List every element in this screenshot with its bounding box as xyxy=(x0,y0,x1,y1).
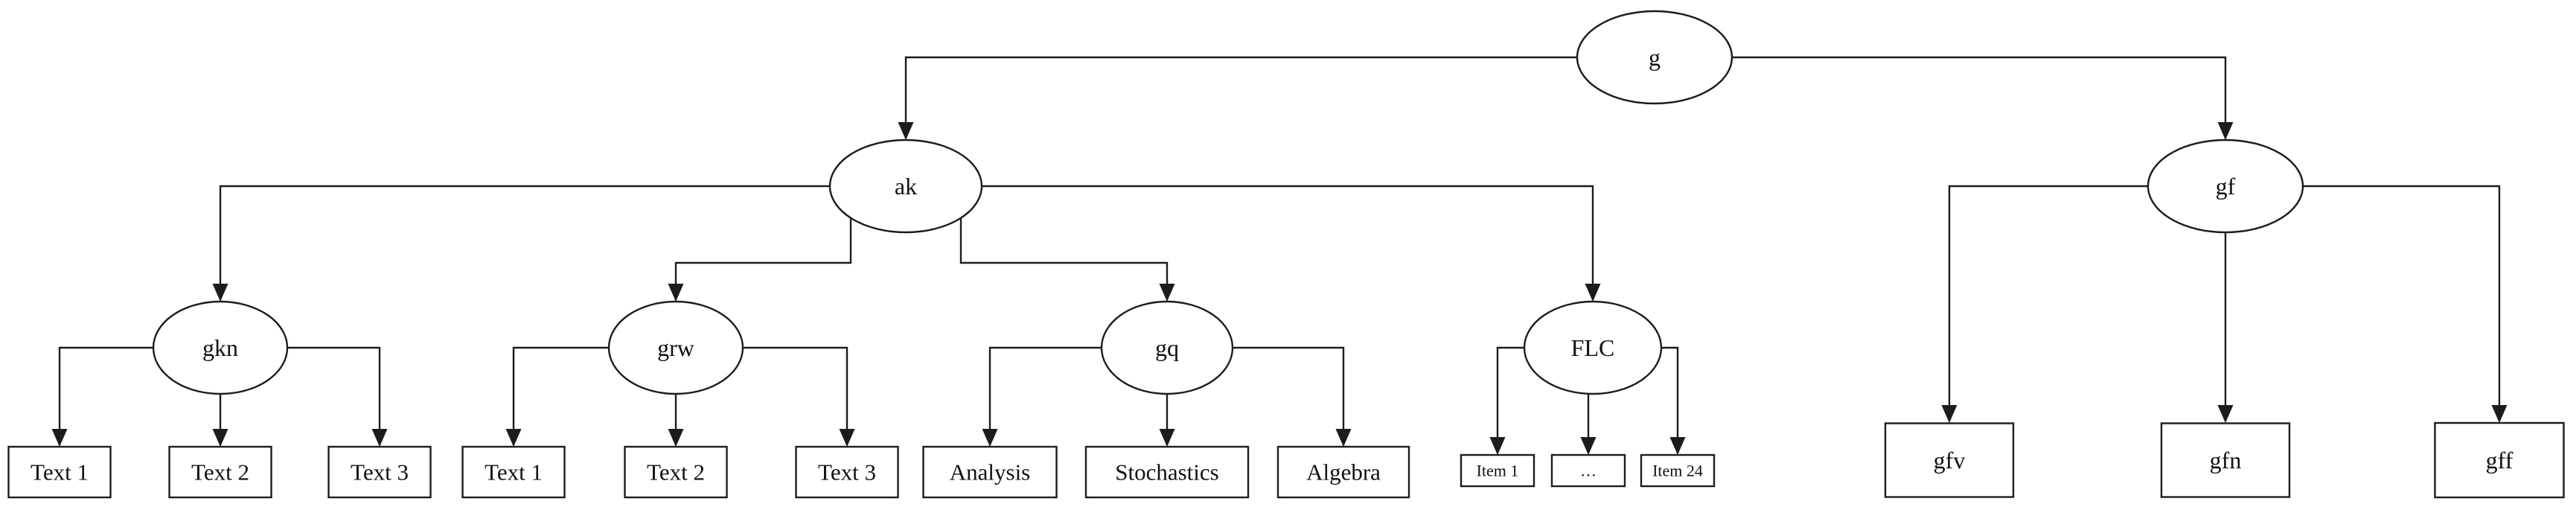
node-gq-label: gq xyxy=(1155,334,1179,361)
node-gq-2-label: Stochastics xyxy=(1115,459,1219,485)
node-flc-ellipse xyxy=(1523,300,1663,395)
node-flc-1-label: Item 1 xyxy=(1477,461,1519,480)
node-grw-2: Text 2 xyxy=(624,445,728,499)
node-gkn-3-box xyxy=(327,445,432,499)
node-g-ellipse xyxy=(1576,10,1733,105)
node-gf-2: gfn xyxy=(2160,422,2291,498)
edge-gq-gq-1 xyxy=(982,346,1102,447)
node-ak-ellipse xyxy=(828,138,983,234)
node-grw-2-box xyxy=(624,445,728,499)
node-gq-3-label: Algebra xyxy=(1306,459,1381,485)
edge-gf-gf-1 xyxy=(1941,185,2148,423)
node-gkn-2: Text 2 xyxy=(168,445,272,499)
node-grw-3: Text 3 xyxy=(795,445,899,499)
edge-g-ak xyxy=(898,56,1577,140)
node-gkn-1: Text 1 xyxy=(7,445,112,499)
node-gkn-2-label: Text 2 xyxy=(191,459,249,485)
node-gkn-1-box xyxy=(7,445,112,499)
node-gf: gf xyxy=(2147,138,2304,234)
node-grw-1-box xyxy=(461,445,566,499)
node-gf-3-box xyxy=(2434,421,2565,499)
edge-grw-grw-3 xyxy=(743,346,855,447)
node-flc-2: … xyxy=(1550,453,1626,488)
edge-gf-gf-3 xyxy=(2303,185,2508,423)
node-grw-3-label: Text 3 xyxy=(818,459,876,485)
node-flc-2-box xyxy=(1550,453,1626,488)
node-ak-label: ak xyxy=(895,173,917,200)
node-flc-3: Item 24 xyxy=(1640,453,1716,488)
node-gq: gq xyxy=(1100,300,1234,395)
node-flc-2-label: … xyxy=(1580,461,1597,480)
edge-ak-gkn xyxy=(212,185,830,302)
node-gq-1-box xyxy=(922,445,1058,499)
node-flc-3-box xyxy=(1640,453,1716,488)
node-gkn-1-label: Text 1 xyxy=(31,459,89,485)
node-gf-3-label: gff xyxy=(2486,447,2513,474)
node-grw-label: grw xyxy=(657,334,694,361)
node-gq-3: Algebra xyxy=(1276,445,1410,499)
node-gq-2: Stochastics xyxy=(1084,445,1250,499)
edge-g-gf xyxy=(1732,56,2234,140)
edges-layer xyxy=(51,56,2508,455)
node-gf-2-label: gfn xyxy=(2210,447,2242,474)
node-gkn-3-label: Text 3 xyxy=(351,459,409,485)
edge-flc-flc-3 xyxy=(1661,346,1686,455)
node-gkn-3: Text 3 xyxy=(327,445,432,499)
edge-gq-gq-3 xyxy=(1233,346,1352,447)
edge-grw-grw-1 xyxy=(505,346,609,447)
node-flc-3-label: Item 24 xyxy=(1652,461,1703,480)
node-gf-1-box xyxy=(1884,422,2015,498)
node-gf-label: gf xyxy=(2216,173,2236,200)
node-g: g xyxy=(1576,10,1733,105)
node-gq-2-box xyxy=(1084,445,1250,499)
node-gf-3: gff xyxy=(2434,421,2565,499)
nodes-layer: g ak gf gkn grw gq FLC Text 1 Text 2 Text 3 Text 1… xyxy=(7,10,2565,499)
node-gq-1: Analysis xyxy=(922,445,1058,499)
node-ak: ak xyxy=(828,138,983,234)
node-gq-1-label: Analysis xyxy=(950,459,1031,485)
edge-ak-grw xyxy=(668,218,852,302)
edge-gkn-gkn-3 xyxy=(287,346,388,447)
node-gq-ellipse xyxy=(1100,300,1234,395)
node-flc-label: FLC xyxy=(1571,334,1615,361)
node-grw-ellipse xyxy=(607,300,744,395)
node-g-label: g xyxy=(1649,44,1661,71)
node-flc-1: Item 1 xyxy=(1460,453,1535,488)
node-gf-1: gfv xyxy=(1884,422,2015,498)
node-gf-2-box xyxy=(2160,422,2291,498)
node-gkn-label: gkn xyxy=(202,334,238,361)
node-grw-2-label: Text 2 xyxy=(647,459,705,485)
node-grw-1: Text 1 xyxy=(461,445,566,499)
node-grw-1-label: Text 1 xyxy=(485,459,543,485)
node-grw: grw xyxy=(607,300,744,395)
node-gkn-2-box xyxy=(168,445,272,499)
edge-ak-gq xyxy=(959,218,1175,302)
node-gq-3-box xyxy=(1276,445,1410,499)
node-gkn: gkn xyxy=(152,300,289,395)
node-gf-ellipse xyxy=(2147,138,2304,234)
node-gkn-ellipse xyxy=(152,300,289,395)
edge-gkn-gkn-1 xyxy=(51,346,153,447)
edge-ak-flc xyxy=(982,185,1601,302)
edge-flc-flc-1 xyxy=(1489,346,1524,455)
node-grw-3-box xyxy=(795,445,899,499)
node-flc: FLC xyxy=(1523,300,1663,395)
node-flc-1-box xyxy=(1460,453,1535,488)
node-gf-1-label: gfv xyxy=(1934,447,1966,474)
